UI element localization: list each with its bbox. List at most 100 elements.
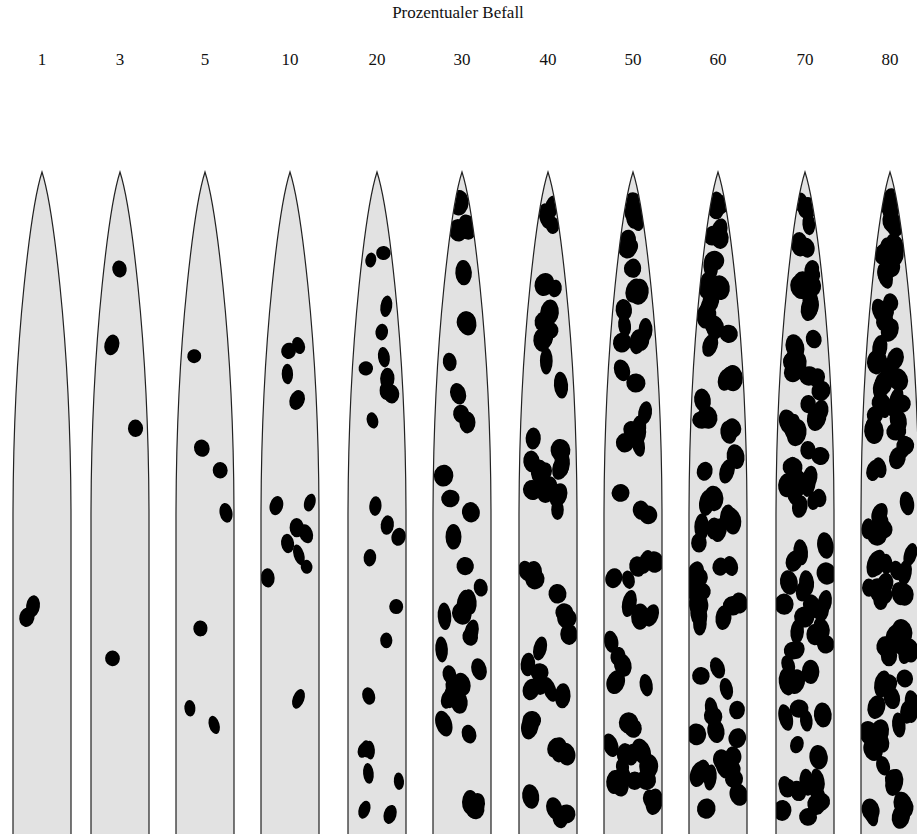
infection-spot <box>437 602 452 630</box>
spot-group <box>772 192 839 827</box>
infection-spot <box>791 494 809 519</box>
infection-spot <box>816 634 836 655</box>
leaf-outline <box>13 172 71 834</box>
spot-group <box>432 189 489 820</box>
leaf-blade <box>519 172 577 834</box>
infection-spot <box>459 411 476 433</box>
infection-spot <box>691 666 710 685</box>
infection-spot <box>127 419 143 437</box>
infection-spot <box>609 482 632 505</box>
infection-spot <box>774 593 794 615</box>
infection-spot <box>722 595 743 615</box>
infection-spot <box>885 420 908 442</box>
infection-spot <box>218 502 234 524</box>
infection-spot <box>885 365 911 393</box>
infection-spot <box>863 417 884 444</box>
infection-spot <box>707 320 723 340</box>
infection-spot <box>687 759 711 789</box>
infection-spot <box>282 364 294 385</box>
percent-label: 40 <box>540 50 557 70</box>
infection-spot <box>896 559 913 587</box>
infection-spot <box>111 259 128 278</box>
infection-spot <box>380 632 393 648</box>
infection-spot <box>464 796 486 820</box>
infection-spot <box>693 387 713 413</box>
infection-spot <box>469 657 489 682</box>
infection-spot <box>635 767 658 791</box>
percent-label: 5 <box>201 50 210 70</box>
infection-spot <box>380 515 396 536</box>
infection-spot <box>815 531 835 560</box>
infection-spot <box>433 464 454 487</box>
infection-spot <box>725 443 746 470</box>
infection-spot <box>721 554 740 578</box>
infection-spot <box>360 686 377 706</box>
leaf-outline <box>519 172 577 834</box>
infection-spot <box>706 517 723 540</box>
infection-spot <box>17 606 36 629</box>
infection-spot <box>374 323 389 341</box>
leaf-outline <box>689 172 747 834</box>
leaf-blade <box>176 172 234 834</box>
leaf-blade <box>91 172 149 834</box>
infection-spot <box>290 687 308 710</box>
infection-spot <box>787 464 805 491</box>
infection-spot <box>455 260 473 286</box>
spot-group <box>184 348 234 735</box>
leaf-blade <box>261 172 319 834</box>
infection-spot <box>638 318 652 342</box>
infection-spot <box>889 616 916 646</box>
infection-spot <box>703 485 724 512</box>
infection-spot <box>519 711 541 741</box>
infection-spot <box>788 734 806 755</box>
infection-spot <box>356 741 371 759</box>
percent-label: 10 <box>282 50 299 70</box>
spot-group <box>356 245 408 825</box>
infection-spot <box>455 556 475 577</box>
infection-spot <box>440 488 461 508</box>
infection-spot <box>460 626 480 647</box>
infection-spot <box>184 699 196 716</box>
infection-spot <box>707 655 728 680</box>
chart-title: Prozentualer Befall <box>392 3 524 23</box>
infection-spot <box>799 293 821 322</box>
infection-spot <box>365 411 380 430</box>
leaf-blade <box>604 172 662 834</box>
infection-spot <box>459 723 478 745</box>
infection-spot <box>393 772 405 790</box>
infection-spot <box>368 496 382 517</box>
infection-spot <box>287 388 308 412</box>
infection-spot <box>798 807 818 827</box>
infection-spot <box>521 783 541 810</box>
infection-spot <box>868 349 889 373</box>
leaf-group <box>13 172 917 834</box>
infection-spot <box>448 189 469 216</box>
infection-spot <box>555 607 578 630</box>
infection-spot <box>690 580 713 602</box>
infection-spot <box>532 271 557 299</box>
infection-spot <box>789 640 807 661</box>
infection-spot <box>364 252 377 269</box>
percent-label: 3 <box>116 50 125 70</box>
infection-spot <box>389 599 404 615</box>
infection-spot <box>531 673 548 696</box>
infection-spot <box>362 762 375 784</box>
percent-label: 50 <box>625 50 642 70</box>
infection-spot <box>379 295 394 318</box>
infection-spot <box>302 492 318 513</box>
infection-spot <box>612 652 634 679</box>
infection-spot <box>638 673 654 697</box>
infection-spot <box>783 332 808 362</box>
infection-spot <box>445 524 461 550</box>
percent-label: 1 <box>38 50 47 70</box>
infection-spot <box>701 704 725 728</box>
infection-spot <box>816 589 834 615</box>
infection-spot <box>606 770 624 795</box>
infection-spot <box>447 381 468 406</box>
infection-spot <box>879 237 896 264</box>
infection-spot <box>870 728 893 755</box>
infection-spot <box>812 399 830 422</box>
percent-label: 30 <box>454 50 471 70</box>
infection-spot <box>611 357 633 383</box>
infection-spot <box>871 456 889 480</box>
